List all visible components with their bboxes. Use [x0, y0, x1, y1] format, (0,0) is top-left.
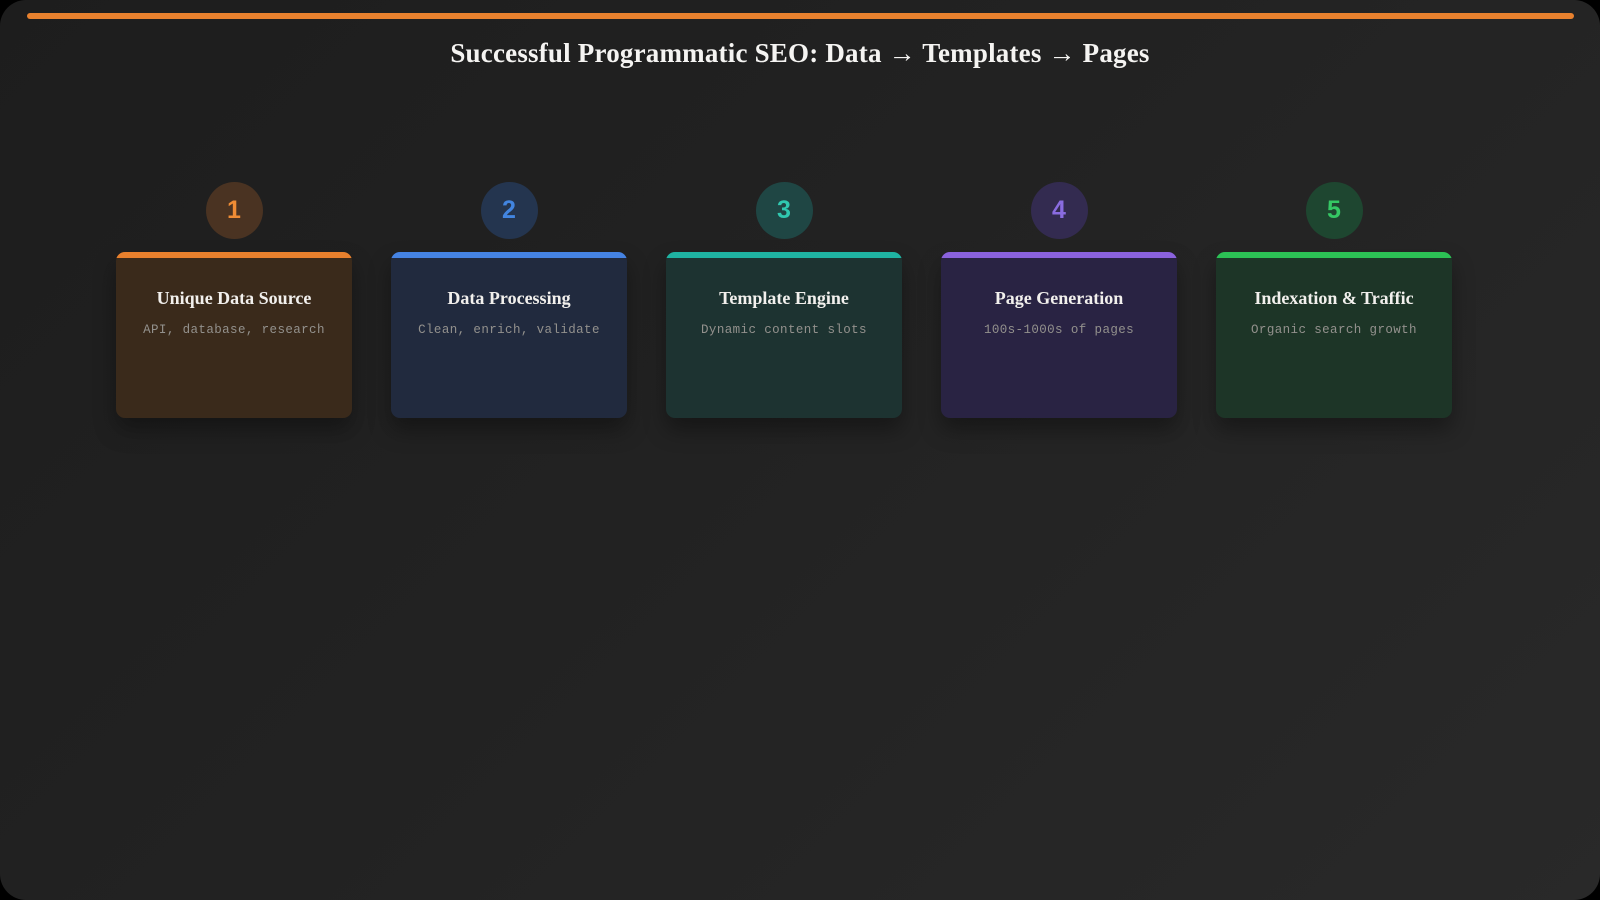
step-number: 3 [777, 196, 791, 224]
top-accent-bar [27, 13, 1574, 19]
steps-row: 1 Unique Data Source API, database, rese… [0, 182, 1600, 418]
step-card: Data Processing Clean, enrich, validate [391, 252, 627, 418]
page-title: Successful Programmatic SEO: Data → Temp… [450, 38, 1150, 68]
step-number: 1 [227, 196, 241, 224]
step-number-badge: 3 [755, 182, 813, 239]
step-column-4: 4 Page Generation 100s-1000s of pages [941, 182, 1177, 418]
card-title: Indexation & Traffic [1254, 288, 1414, 308]
card-accent-bar [1216, 252, 1452, 258]
card-subtitle: Clean, enrich, validate [418, 323, 600, 337]
card-title: Data Processing [447, 288, 571, 308]
step-number: 4 [1052, 196, 1066, 224]
step-number-badge: 1 [205, 182, 263, 239]
step-card: Page Generation 100s-1000s of pages [941, 252, 1177, 418]
step-number-badge: 4 [1030, 182, 1088, 239]
step-card: Indexation & Traffic Organic search grow… [1216, 252, 1452, 418]
step-column-2: 2 Data Processing Clean, enrich, validat… [391, 182, 627, 418]
card-accent-bar [391, 252, 627, 258]
card-accent-bar [666, 252, 902, 258]
step-column-3: 3 Template Engine Dynamic content slots [666, 182, 902, 418]
step-card: Unique Data Source API, database, resear… [116, 252, 352, 418]
step-column-1: 1 Unique Data Source API, database, rese… [116, 182, 352, 418]
step-column-5: 5 Indexation & Traffic Organic search gr… [1216, 182, 1452, 418]
step-number-badge: 2 [480, 182, 538, 239]
card-subtitle: Dynamic content slots [701, 323, 867, 337]
card-title: Unique Data Source [156, 288, 312, 308]
card-accent-bar [116, 252, 352, 258]
card-accent-bar [941, 252, 1177, 258]
card-subtitle: 100s-1000s of pages [983, 323, 1135, 337]
card-title: Page Generation [994, 288, 1124, 308]
card-subtitle: Organic search growth [1251, 323, 1417, 337]
card-subtitle: API, database, research [143, 323, 325, 337]
step-number: 5 [1327, 196, 1341, 224]
step-number-badge: 5 [1305, 182, 1363, 239]
card-title: Template Engine [719, 288, 849, 308]
step-card: Template Engine Dynamic content slots [666, 252, 902, 418]
step-number: 2 [502, 196, 516, 224]
